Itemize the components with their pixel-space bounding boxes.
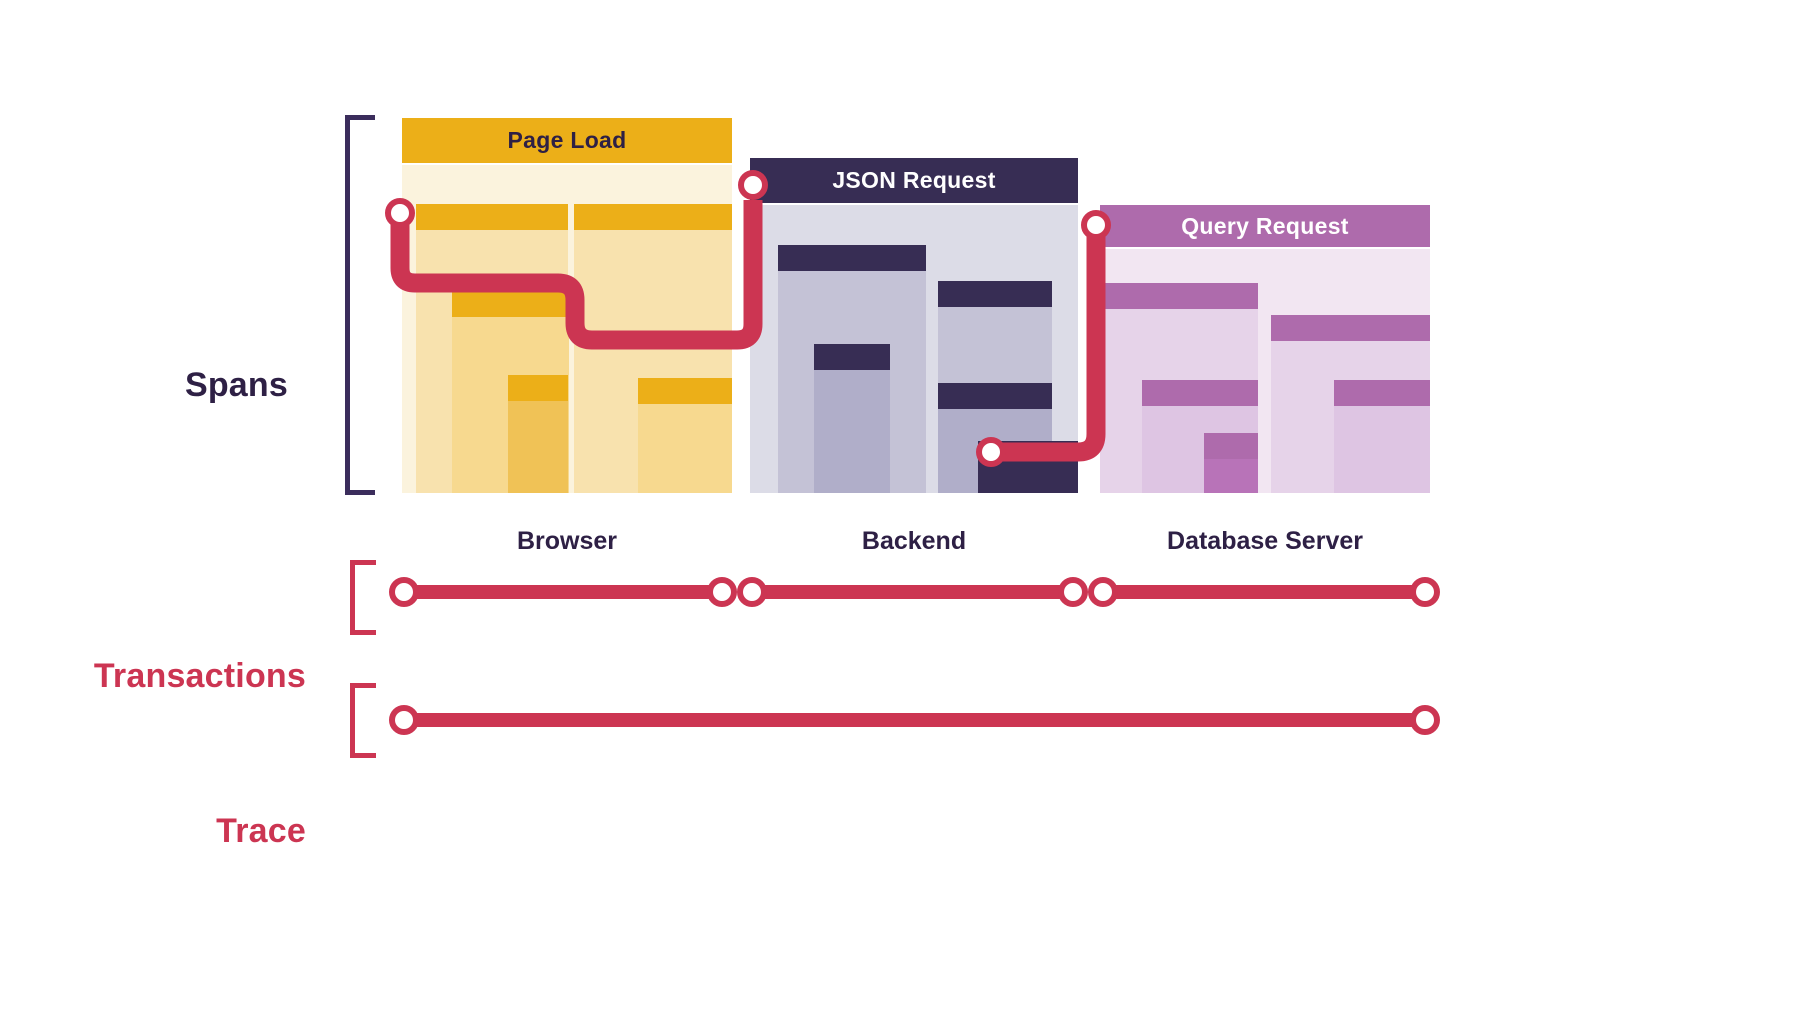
span-cap (508, 375, 568, 401)
span-cap (416, 204, 568, 230)
service-caption-backend: Backend (861, 527, 967, 555)
span-cap (574, 204, 732, 230)
span-backend-2[interactable] (814, 344, 890, 493)
span-browser-3[interactable] (508, 375, 568, 493)
service-header-browser[interactable]: Page Load (402, 118, 732, 163)
spans-bracket (345, 115, 375, 495)
transaction-browser-end-node[interactable] (707, 577, 737, 607)
span-cap (938, 281, 1052, 307)
span-cap (814, 344, 890, 370)
service-header-backend[interactable]: JSON Request (750, 158, 1078, 203)
span-cap (1204, 433, 1258, 459)
span-browser-5[interactable] (638, 378, 732, 493)
transactions-row-label: Transactions (93, 657, 306, 695)
connector-node-browser-start[interactable] (385, 198, 415, 228)
transaction-browser[interactable] (404, 585, 728, 599)
span-cap (1142, 380, 1258, 406)
spans-row-label: Spans (184, 366, 288, 404)
span-cap (778, 245, 926, 271)
transaction-browser-start-node[interactable] (389, 577, 419, 607)
span-db-5[interactable] (1334, 380, 1430, 493)
connector-node-database-start[interactable] (1081, 210, 1111, 240)
connector-node-backend-db-call[interactable] (976, 437, 1006, 467)
trace-bracket (350, 683, 376, 758)
service-caption-browser: Browser (516, 527, 618, 555)
transaction-database-start-node[interactable] (1088, 577, 1118, 607)
span-db-3[interactable] (1204, 433, 1258, 493)
trace-row-label: Trace (216, 812, 306, 850)
transaction-backend-end-node[interactable] (1058, 577, 1088, 607)
span-cap (1334, 380, 1430, 406)
span-cap (452, 291, 569, 317)
transaction-database[interactable] (1103, 585, 1430, 599)
service-header-database[interactable]: Query Request (1100, 205, 1430, 247)
service-caption-database: Database Server (1167, 527, 1363, 555)
transaction-backend-start-node[interactable] (737, 577, 767, 607)
transaction-database-end-node[interactable] (1410, 577, 1440, 607)
trace-start-node[interactable] (389, 705, 419, 735)
transaction-backend[interactable] (752, 585, 1074, 599)
trace-span[interactable] (404, 713, 1430, 727)
span-cap (1271, 315, 1430, 341)
span-cap (938, 383, 1052, 409)
transactions-bracket (350, 560, 376, 635)
trace-end-node[interactable] (1410, 705, 1440, 735)
span-cap (638, 378, 732, 404)
span-cap (1100, 283, 1258, 309)
connector-node-backend-start[interactable] (738, 170, 768, 200)
